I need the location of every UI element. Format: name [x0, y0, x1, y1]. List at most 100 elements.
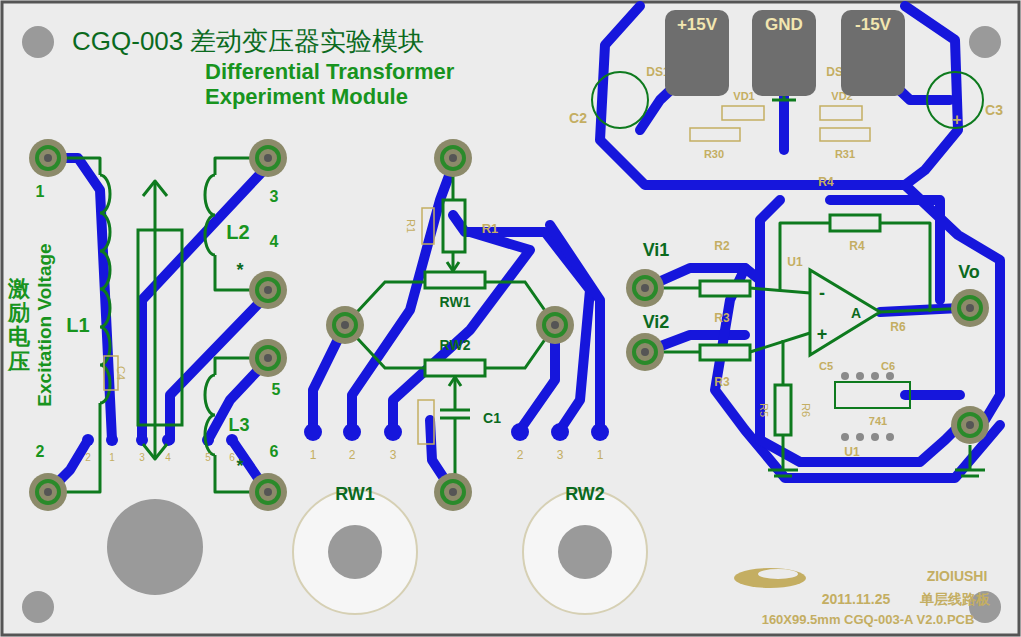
- silkscreen-label: U1: [787, 256, 802, 268]
- core-arrow: [154, 182, 157, 458]
- silkscreen-label: RW2: [565, 485, 605, 503]
- silkscreen-label: 3: [557, 449, 564, 461]
- silkscreen-label: 3: [270, 189, 279, 205]
- silkscreen-label: L1: [66, 315, 89, 335]
- wire: [782, 435, 785, 470]
- silkscreen-label: *: [236, 261, 243, 279]
- pad-ring: [634, 341, 656, 363]
- wire: [750, 333, 810, 352]
- silkscreen-label: *: [236, 457, 243, 475]
- silkscreen-label: VD1: [733, 91, 754, 102]
- diode-outline: [820, 106, 862, 120]
- copper-trace: [142, 172, 262, 440]
- terminal-pad: [434, 139, 472, 177]
- pot-pad: [384, 423, 402, 441]
- pad-hole: [641, 348, 649, 356]
- copper-trace: [48, 158, 112, 440]
- silkscreen-label: R2: [714, 240, 729, 252]
- silkscreen-label: 激励电压: [8, 277, 30, 374]
- terminal-pad: [249, 473, 287, 511]
- potentiometer-symbol: [425, 272, 485, 288]
- silkscreen-label: R6: [890, 321, 905, 333]
- terminal-pad: [326, 306, 364, 344]
- logo-mark: [758, 569, 798, 579]
- silkscreen-label: 1: [310, 449, 317, 461]
- silkscreen-label: 4: [165, 453, 171, 463]
- pad-ring: [544, 314, 566, 336]
- knob-outline: [523, 490, 647, 614]
- knob-outline: [293, 490, 417, 614]
- silkscreen-label: R1: [405, 219, 416, 233]
- silkscreen-label: C6: [881, 361, 895, 372]
- pot-wiring: [345, 282, 555, 368]
- silkscreen-label: Experiment Module: [205, 86, 408, 108]
- ic-pin: [871, 433, 879, 441]
- silkscreen-label: 1: [109, 453, 115, 463]
- feedback-wire: [880, 223, 930, 312]
- silkscreen-label: C2: [569, 111, 587, 125]
- silkscreen-label: 3: [139, 453, 145, 463]
- silkscreen-label: Differential Transformer: [205, 61, 454, 83]
- ground-symbol: [772, 99, 796, 102]
- capacitor-outline: [592, 72, 648, 128]
- pot-pad: [343, 423, 361, 441]
- copper-traces: [48, 6, 1000, 492]
- silkscreen-label: 1: [597, 449, 604, 461]
- pad-hole: [264, 286, 272, 294]
- silkscreen-label: 2: [349, 449, 356, 461]
- pad-ring: [257, 481, 279, 503]
- copper-trace: [600, 6, 1000, 420]
- pad-ring: [959, 414, 981, 436]
- silkscreen-label: 2: [517, 449, 524, 461]
- resistor-symbol: [775, 385, 791, 435]
- silkscreen-label: 单层线路板: [920, 592, 990, 606]
- pad-hole: [551, 321, 559, 329]
- mounting-hole: [22, 26, 54, 58]
- terminal-pad: [249, 139, 287, 177]
- silkscreen-label: +: [817, 325, 828, 343]
- silkscreen-label: C3: [985, 103, 1003, 117]
- ic-pin: [841, 372, 849, 380]
- silkscreen-label: 4: [270, 234, 279, 250]
- silkscreen-label: R3: [714, 312, 729, 324]
- terminal-pads: [29, 139, 989, 511]
- copper-trace: [830, 200, 940, 300]
- silkscreen-label: RW1: [335, 485, 375, 503]
- copper-trace: [208, 366, 262, 440]
- power-terminal: -15V: [841, 10, 905, 96]
- pot-pad: [304, 423, 322, 441]
- resistor-symbol: [700, 281, 750, 296]
- smd-pad: [226, 434, 238, 446]
- ic-outline: [835, 382, 910, 408]
- silkscreen-label: R31: [835, 149, 855, 160]
- terminal-pad: [951, 406, 989, 444]
- pot-pad: [511, 423, 529, 441]
- power-terminal: +15V: [665, 10, 729, 96]
- opamp-symbol: [810, 270, 880, 355]
- smd-pad: [136, 434, 148, 446]
- pad-hole: [449, 488, 457, 496]
- terminal-label: +15V: [677, 16, 717, 33]
- terminal-label: GND: [765, 16, 803, 33]
- silkscreen-label: 2: [85, 453, 91, 463]
- logo-mark: [734, 568, 806, 588]
- coil-symbol: [205, 175, 215, 255]
- pad-hole: [449, 154, 457, 162]
- pad-ring: [442, 147, 464, 169]
- pad-ring: [257, 147, 279, 169]
- silkscreen-label: C5: [819, 361, 833, 372]
- silkscreen-label: 160X99.5mm CGQ-003-A V2.0.PCB: [762, 613, 975, 626]
- pad-ring: [257, 279, 279, 301]
- pad-hole: [264, 154, 272, 162]
- terminal-label: -15V: [855, 16, 891, 33]
- silkscreen-label: 741: [869, 416, 887, 427]
- pad-ring: [442, 481, 464, 503]
- terminal-pad: [29, 139, 67, 177]
- silkscreen-label: 1: [36, 184, 45, 200]
- ground-symbol: [961, 475, 979, 478]
- pad-ring: [257, 347, 279, 369]
- coil-symbol: [100, 175, 110, 403]
- silkscreen-label: A: [851, 306, 861, 320]
- core-outline: [138, 230, 182, 425]
- pad-hole: [641, 284, 649, 292]
